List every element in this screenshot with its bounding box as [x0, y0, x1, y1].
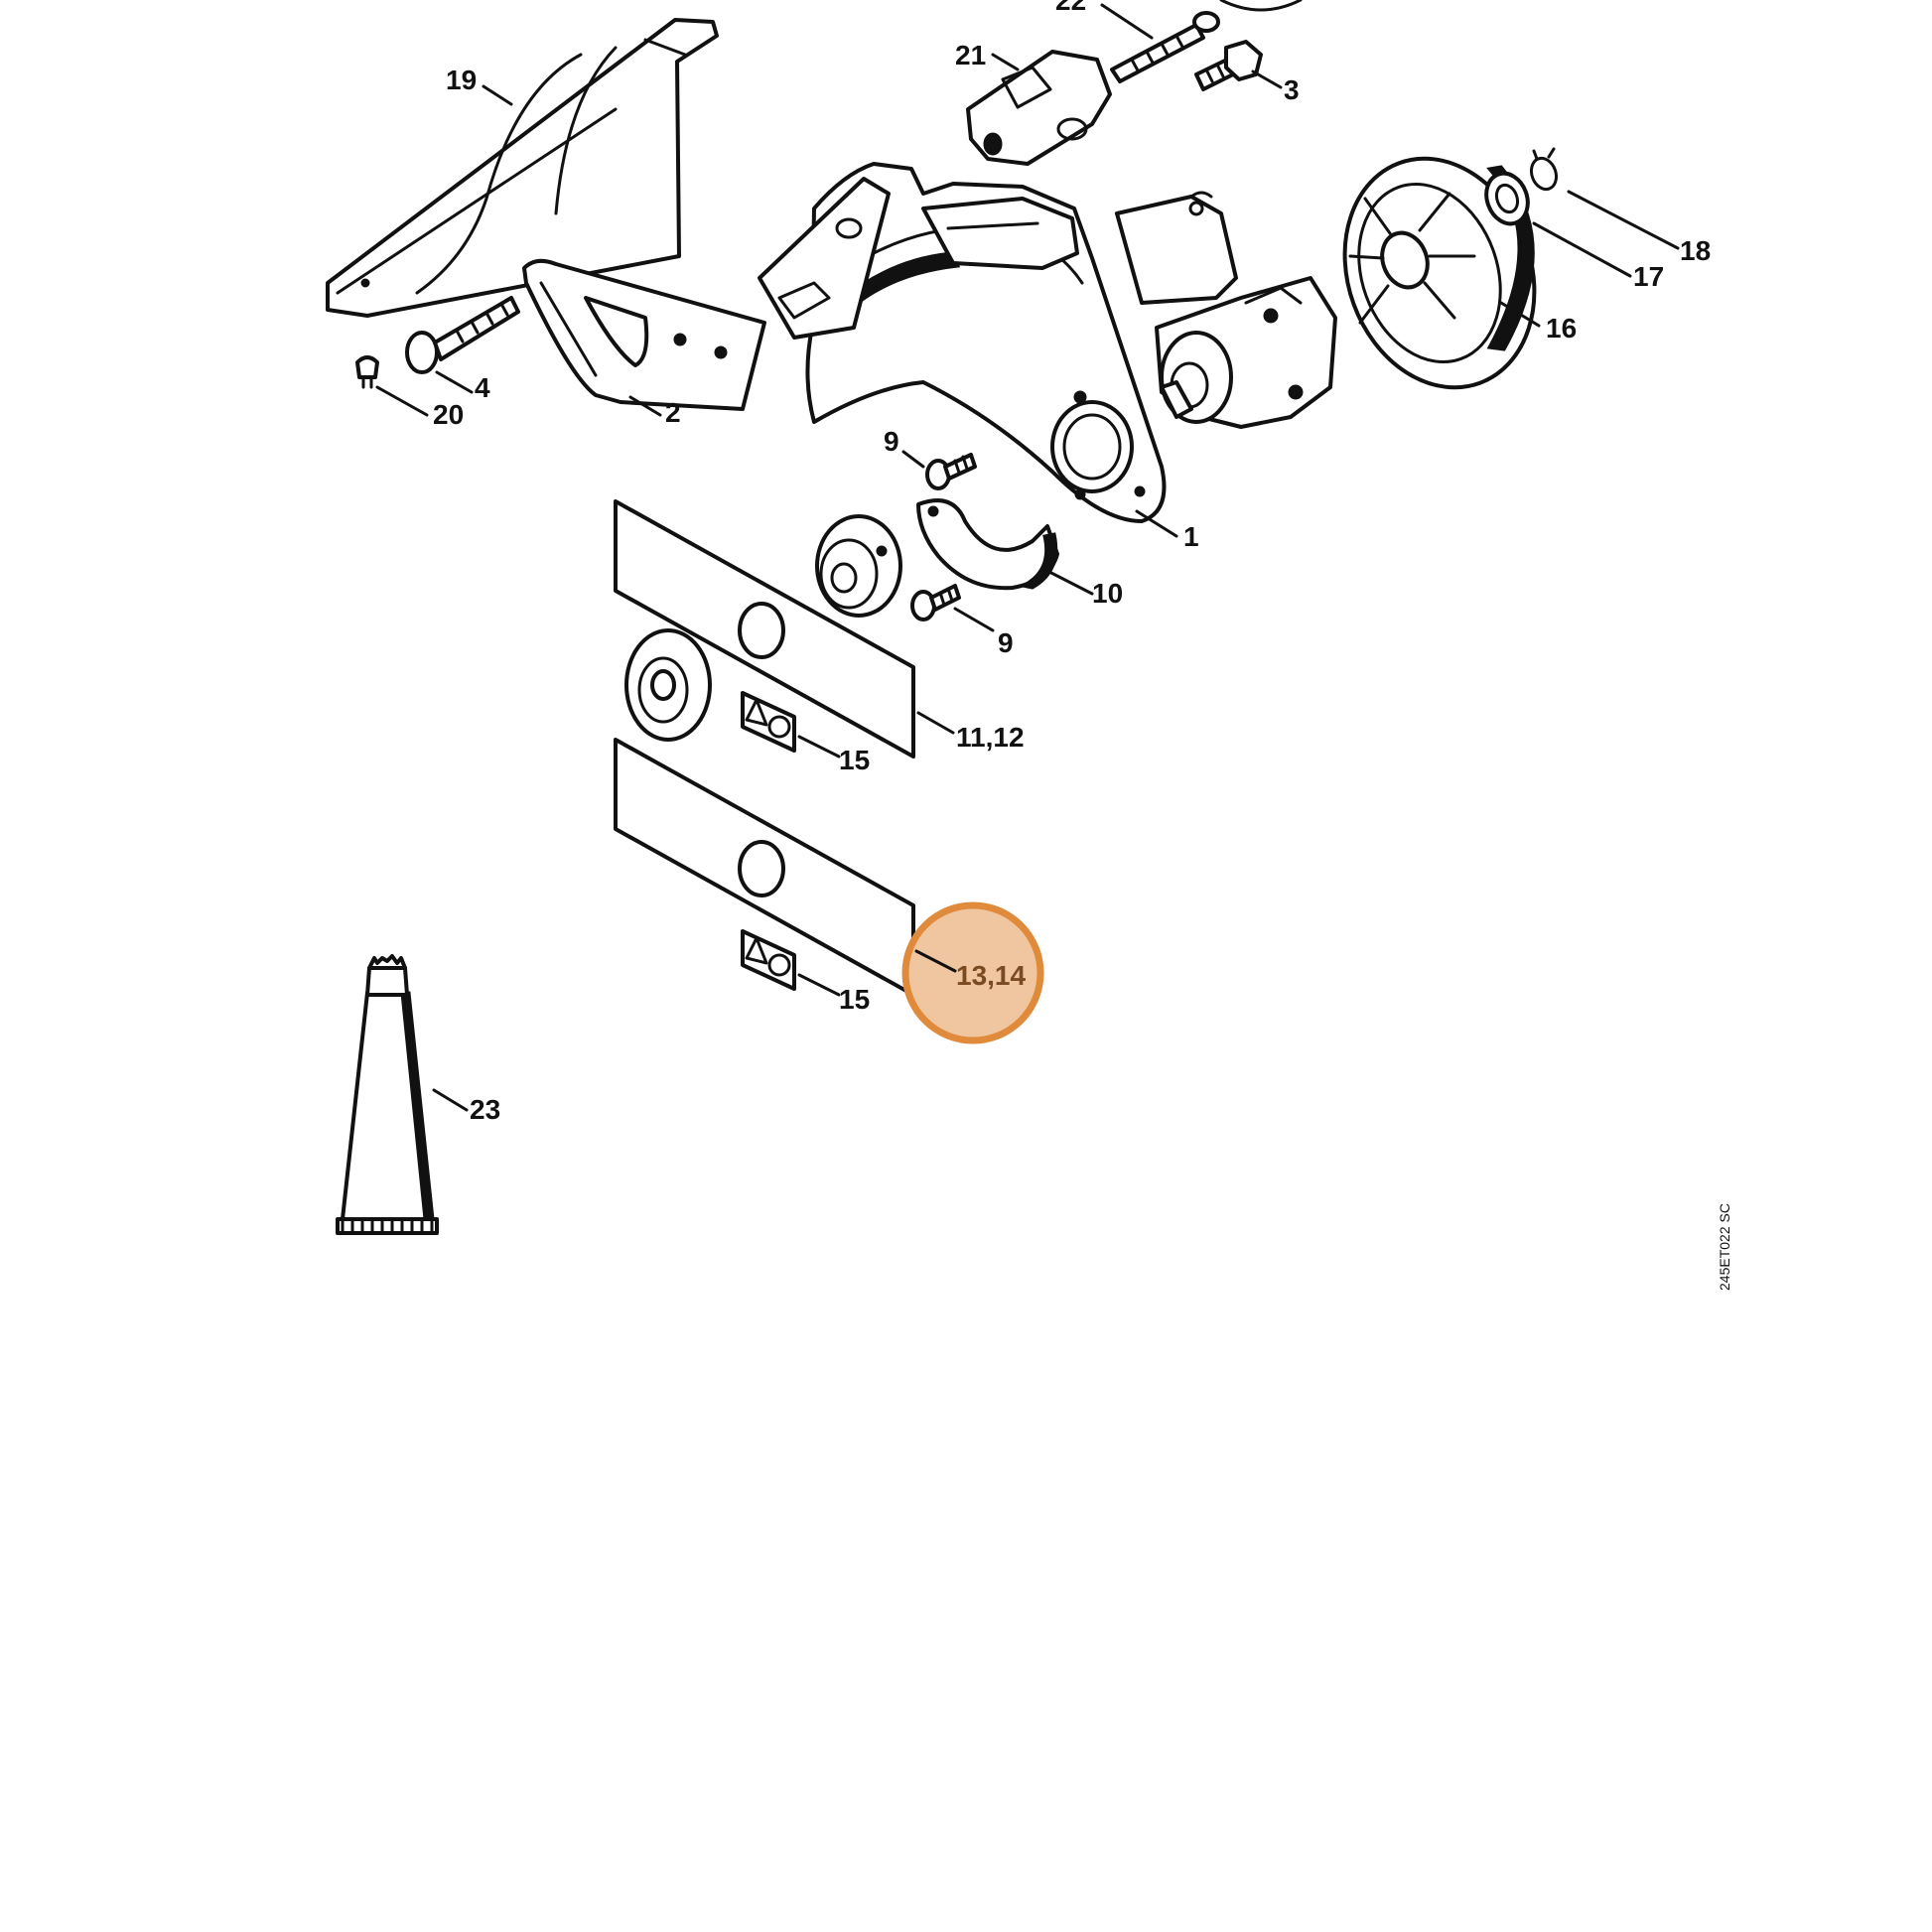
label-1: 1 — [1183, 521, 1199, 552]
label-13-14: 13,14 — [956, 960, 1026, 991]
part-11-12-blade-upper[interactable] — [614, 499, 915, 759]
part-16-wheel[interactable] — [1313, 132, 1566, 415]
label-16: 16 — [1546, 313, 1577, 344]
label-20: 20 — [433, 399, 464, 430]
part-21-clamp-block[interactable] — [966, 50, 1112, 166]
highlight-marker — [901, 901, 1044, 1044]
leader-lines — [375, 3, 1680, 1112]
label-17: 17 — [1633, 261, 1664, 292]
label-18: 18 — [1680, 235, 1711, 266]
part-labels: 19 4 20 2 21 22 3 18 17 16 9 1 10 9 11,1… — [433, 0, 1711, 1125]
label-19: 19 — [446, 65, 477, 95]
part-9-screw-lower[interactable] — [910, 584, 961, 621]
part-4-long-bolt[interactable] — [405, 296, 520, 374]
drawing-code: 245ET022 SC — [1717, 1203, 1732, 1291]
label-22: 22 — [1055, 0, 1086, 16]
part-9-screw-upper[interactable] — [925, 453, 977, 490]
part-22-long-screw[interactable] — [1110, 0, 1303, 83]
thrust-washer-lower — [624, 628, 712, 742]
part-2-bracket[interactable] — [522, 258, 766, 411]
part-20-small-screw[interactable] — [355, 355, 379, 389]
label-2: 2 — [665, 397, 681, 428]
gear-box — [1115, 191, 1337, 429]
label-4: 4 — [475, 372, 490, 403]
label-9-lower: 9 — [998, 627, 1014, 658]
part-10-half-ring-cover[interactable] — [916, 498, 1059, 591]
label-11-12: 11,12 — [956, 722, 1025, 753]
label-15-upper: 15 — [839, 745, 870, 775]
part-1-gear-guard-housing[interactable] — [758, 162, 1167, 523]
part-18-circlip[interactable] — [1527, 147, 1560, 193]
thrust-collar-upper — [815, 514, 902, 618]
label-3: 3 — [1284, 74, 1300, 105]
part-23-grease-tube[interactable] — [336, 954, 439, 1235]
part-19-deflector-shield[interactable] — [326, 18, 719, 318]
label-21: 21 — [955, 40, 986, 70]
label-9-upper: 9 — [884, 426, 899, 457]
label-23: 23 — [470, 1094, 500, 1125]
part-15-warning-label-upper[interactable] — [741, 691, 796, 753]
part-17-washer[interactable] — [1479, 168, 1534, 230]
part-3-hex-bolt[interactable] — [1194, 40, 1263, 91]
label-10: 10 — [1092, 578, 1123, 609]
label-15-lower: 15 — [839, 984, 870, 1015]
part-15-warning-label-lower[interactable] — [741, 929, 796, 991]
